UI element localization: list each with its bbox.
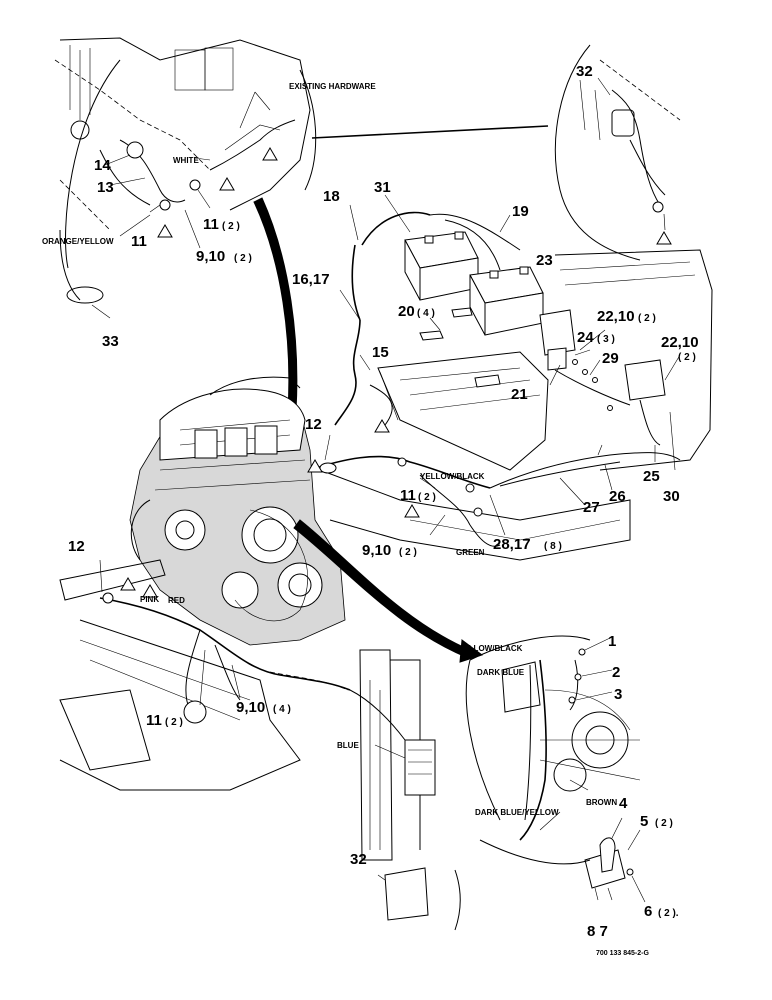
callout-26: 26 <box>609 488 626 505</box>
callout-qty: ( 2 ) <box>655 818 673 829</box>
label-pink: PINK <box>140 595 159 604</box>
callout-12: 12 <box>305 416 322 433</box>
callout-27: 27 <box>583 499 600 516</box>
callout-33: 33 <box>102 333 119 350</box>
label-brown: BROWN <box>586 798 617 807</box>
label-dark-blue: DARK BLUE <box>477 668 525 677</box>
lower-harness <box>99 559 436 796</box>
callout-qty: ( 3 ) <box>597 334 615 345</box>
drawing-number: 700 133 845-2-G <box>596 950 649 957</box>
warning-triangle-icon <box>262 147 278 161</box>
callout-2: 2 <box>612 664 620 681</box>
callout-30: 30 <box>663 488 680 505</box>
grommet-oval <box>66 286 104 304</box>
callout-28-17: 28,17 <box>493 536 531 553</box>
label-dark-blue-yellow: DARK BLUE/YELLOW <box>475 808 559 817</box>
warning-triangle-icon <box>374 419 390 433</box>
callout-qty: ( 2 ) <box>399 547 417 558</box>
callout-5: 5 <box>640 813 648 830</box>
right-control-panel <box>539 249 713 471</box>
callout-qty: ( 2 ) <box>234 253 252 264</box>
engine <box>129 376 346 646</box>
callout-18: 18 <box>323 188 340 205</box>
callout-16-17: 16,17 <box>292 271 330 288</box>
callout-qty: ( 2 ) <box>165 717 183 728</box>
callout-11: 11 <box>400 487 416 504</box>
callout-11: 11 <box>203 216 219 233</box>
callout-9-10: 9,10 <box>362 542 391 559</box>
callout-19: 19 <box>512 203 529 220</box>
labels: EXISTING HARDWARE WHITE ORANGE/YELLOW YE… <box>42 63 699 957</box>
label-yellow-black-detail: YELLOW/BLACK <box>458 644 523 653</box>
warning-triangle-icon <box>404 504 420 518</box>
callout-21: 21 <box>511 386 528 403</box>
main-harness <box>307 434 681 547</box>
callout-9-10: 9,10 <box>196 248 225 265</box>
detail-top-left <box>54 37 311 319</box>
callout-qty: ( 4 ) <box>273 704 291 715</box>
callout-12: 12 <box>68 538 85 555</box>
callout-32: 32 <box>576 63 593 80</box>
callout-qty: ( 2 ). <box>658 908 679 919</box>
callout-qty: ( 2 ) <box>418 492 436 503</box>
callout-qty: ( 8 ) <box>544 541 562 552</box>
detail-alternator <box>465 635 646 903</box>
label-blue: BLUE <box>337 741 359 750</box>
callout-11: 11 <box>146 712 162 729</box>
warning-triangle-icon <box>307 459 323 473</box>
callout-14: 14 <box>94 157 111 174</box>
callout-qty: ( 2 ) <box>222 221 240 232</box>
warning-triangle-icon <box>142 584 158 598</box>
callout-qty: ( 2 ) <box>678 352 696 363</box>
callout-qty: ( 2 ) <box>638 313 656 324</box>
callout-20: 20 <box>398 303 415 320</box>
callout-qty: ( 4 ) <box>417 308 435 319</box>
detail-top-right <box>554 44 681 261</box>
callout-23: 23 <box>536 252 553 269</box>
callout-13: 13 <box>97 179 114 196</box>
callout-29: 29 <box>602 350 619 367</box>
callout-1: 1 <box>608 633 616 650</box>
batteries <box>334 194 549 471</box>
callout-24: 24 <box>577 329 594 346</box>
detail-circle-arc-left <box>65 59 121 269</box>
callout-22-10: 22,10 <box>597 308 635 325</box>
callout-11: 11 <box>131 233 147 250</box>
label-green: GREEN <box>456 548 485 557</box>
callout-3: 3 <box>614 686 622 703</box>
callout-8-7: 8 7 <box>587 923 608 940</box>
frame-rails <box>59 469 631 861</box>
callout-25: 25 <box>643 468 660 485</box>
callout-22-10: 22,10 <box>661 334 699 351</box>
warning-triangle-icon <box>219 177 235 191</box>
warning-triangle-icon <box>120 577 136 591</box>
detail-circle-arc-right <box>299 69 317 191</box>
label-white: WHITE <box>173 156 199 165</box>
callout-31: 31 <box>374 179 391 196</box>
warning-triangle-icon <box>157 224 173 238</box>
label-red: RED <box>168 596 185 605</box>
callout-4: 4 <box>619 795 628 812</box>
label-orange-yellow: ORANGE/YELLOW <box>42 237 114 246</box>
detail-connector-line <box>311 125 549 139</box>
callout-32: 32 <box>350 851 367 868</box>
callout-15: 15 <box>372 344 389 361</box>
label-yellow-black: YELLOW/BLACK <box>420 472 485 481</box>
callout-9-10: 9,10 <box>236 699 265 716</box>
decal-32 <box>377 867 461 931</box>
label-existing-hardware: EXISTING HARDWARE <box>289 82 376 91</box>
warning-triangle-icon <box>656 231 672 245</box>
callout-6: 6 <box>644 903 652 920</box>
